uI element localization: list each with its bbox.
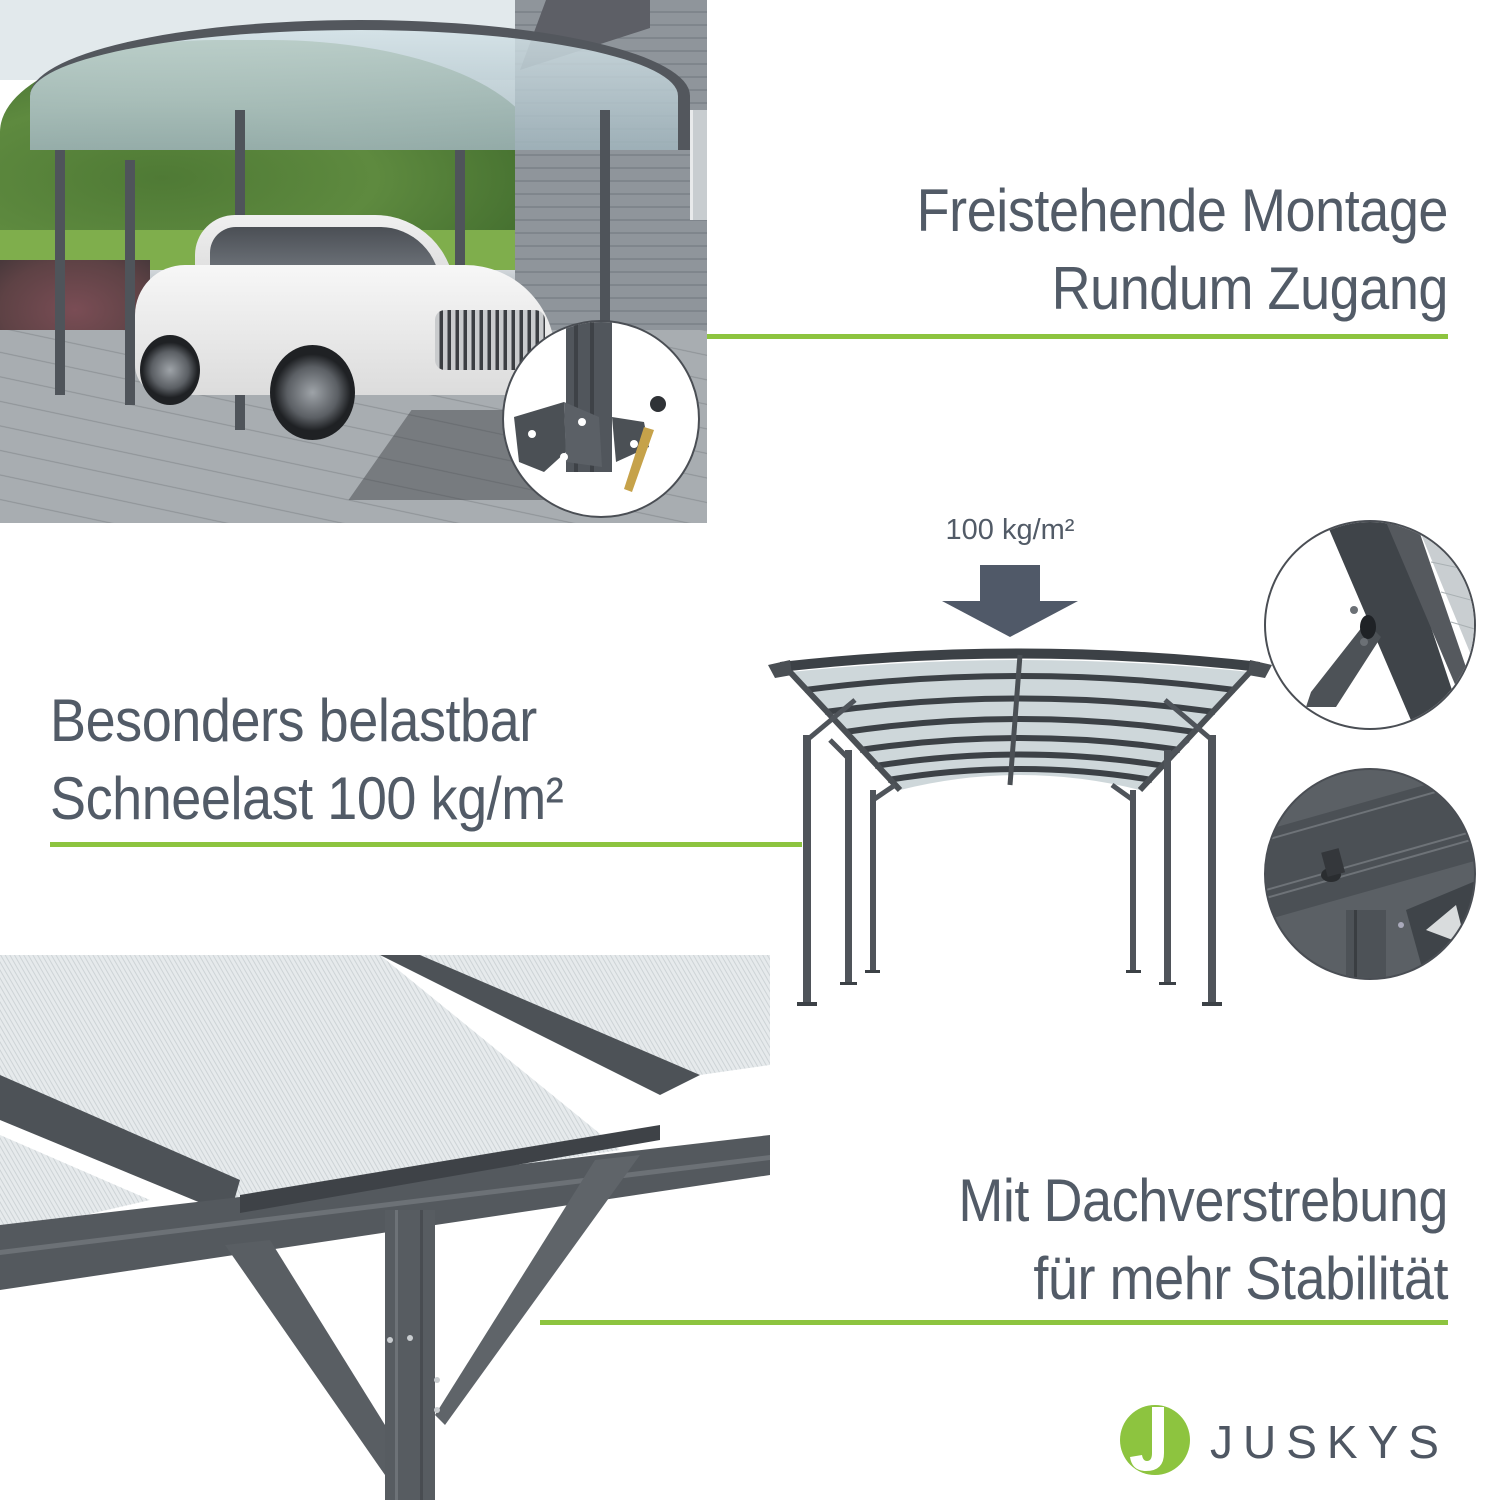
feature-bracing-line2: für mehr Stabilität — [1033, 1245, 1448, 1312]
carport-post — [55, 150, 65, 395]
carport-frame-diagram — [760, 640, 1280, 1010]
gutter-connector-inset — [1264, 768, 1476, 980]
foot-bracket-icon — [514, 322, 666, 492]
feature-load-text: Besonders belastbar Schneelast 100 kg/m² — [50, 682, 698, 838]
juskys-j-logo-icon — [1120, 1405, 1190, 1475]
suv-car — [135, 215, 555, 445]
car-wheel — [140, 335, 200, 405]
feature-bracing-divider — [540, 1320, 1448, 1325]
feature-freestanding-divider — [707, 334, 1448, 339]
car-wheel — [270, 345, 355, 440]
feature-load-line2: Schneelast 100 kg/m² — [50, 765, 564, 832]
feature-load-divider — [50, 842, 802, 847]
feature-freestanding-line1: Freistehende Montage — [916, 177, 1449, 244]
foot-bracket-inset — [502, 320, 700, 518]
load-label: 100 kg/m² — [900, 514, 1120, 547]
roof-bracing-closeup — [0, 955, 770, 1500]
carport-photo — [0, 0, 707, 523]
brand-logo: JUSKYS — [1120, 1405, 1460, 1485]
load-value: 100 kg/m² — [945, 514, 1075, 546]
house-window — [690, 110, 707, 220]
arrow-down-icon — [940, 565, 1080, 640]
feature-load-line1: Besonders belastbar — [50, 687, 537, 754]
feature-bracing-text: Mit Dachverstrebung für mehr Stabilität — [764, 1162, 1448, 1318]
carport-roof — [30, 20, 690, 150]
carport-post — [600, 110, 610, 340]
carport-post — [125, 160, 135, 405]
strut-connection-inset — [1264, 520, 1476, 730]
brand-name: JUSKYS — [1210, 1416, 1449, 1468]
feature-freestanding-line2: Rundum Zugang — [1051, 255, 1449, 322]
feature-freestanding-text: Freistehende Montage Rundum Zugang — [818, 172, 1449, 328]
carport-post — [455, 150, 465, 270]
feature-bracing-line1: Mit Dachverstrebung — [958, 1167, 1448, 1234]
